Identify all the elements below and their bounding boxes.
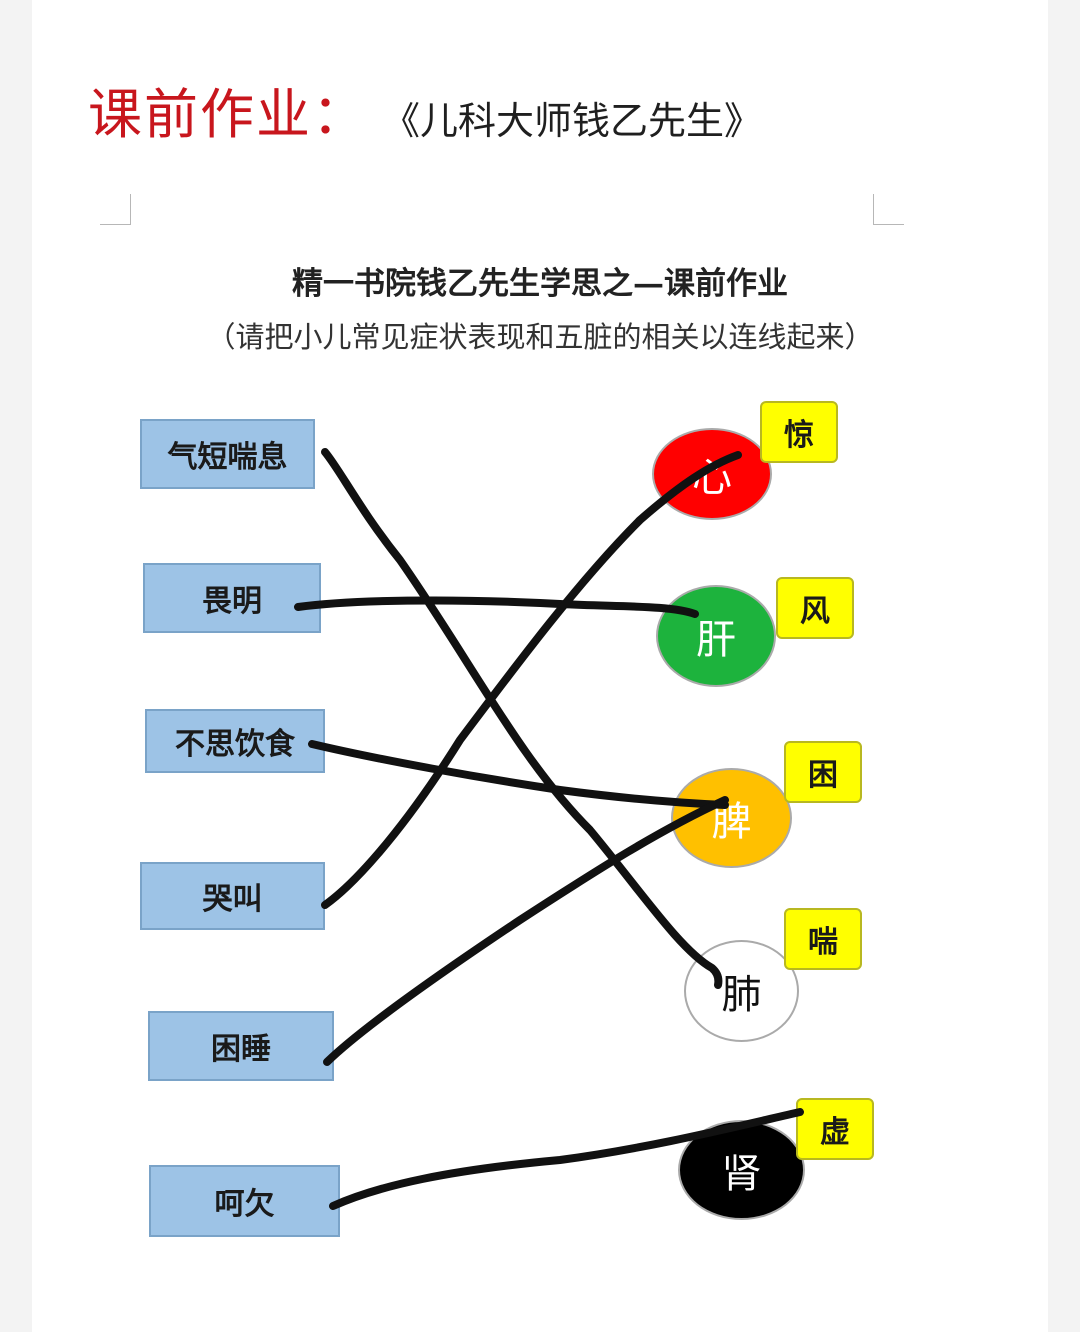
symptom-box[interactable]: 呵欠 — [149, 1165, 340, 1237]
trait-label: 困 — [808, 758, 838, 793]
organ-label: 肺 — [721, 972, 762, 1018]
organ-circle[interactable]: 心 — [652, 428, 772, 520]
trait-label: 喘 — [808, 925, 838, 960]
trait-label: 风 — [800, 594, 830, 629]
page-corner-mark-left — [100, 194, 131, 225]
organ-circle[interactable]: 肺 — [684, 940, 799, 1042]
symptom-box[interactable]: 气短喘息 — [140, 419, 315, 489]
symptom-label: 畏明 — [202, 584, 262, 619]
symptom-label: 呵欠 — [214, 1187, 275, 1222]
organ-circle[interactable]: 脾 — [671, 768, 792, 868]
book-title: 《儿科大师钱乙先生》 — [382, 99, 763, 143]
symptom-box[interactable]: 哭叫 — [140, 862, 325, 930]
symptom-label: 气短喘息 — [167, 440, 288, 475]
worksheet-instructions: （请把小儿常见症状表现和五脏的相关以连线起来） — [206, 320, 874, 354]
organ-circle[interactable]: 肾 — [678, 1120, 805, 1220]
trait-tag: 惊 — [760, 401, 838, 463]
organ-label: 肾 — [721, 1151, 762, 1197]
organ-label: 肝 — [696, 617, 736, 663]
organ-label: 脾 — [711, 799, 752, 845]
trait-tag: 虚 — [796, 1098, 874, 1160]
symptom-label: 不思饮食 — [175, 727, 295, 762]
trait-label: 惊 — [784, 418, 814, 453]
organ-circle[interactable]: 肝 — [656, 585, 776, 687]
symptom-label: 哭叫 — [202, 882, 263, 917]
trait-tag: 喘 — [784, 908, 862, 970]
symptom-label: 困睡 — [211, 1032, 271, 1067]
symptom-box[interactable]: 困睡 — [148, 1011, 334, 1081]
trait-label: 虚 — [820, 1115, 850, 1150]
symptom-box[interactable]: 畏明 — [143, 563, 321, 633]
page-corner-mark-right — [873, 194, 904, 225]
organ-label: 心 — [692, 455, 732, 501]
symptom-box[interactable]: 不思饮食 — [145, 709, 325, 773]
trait-tag: 风 — [776, 577, 854, 639]
trait-tag: 困 — [784, 741, 862, 803]
worksheet-title: 精一书院钱乙先生学思之—课前作业 — [292, 266, 788, 302]
homework-heading: 课前作业： — [88, 83, 368, 146]
